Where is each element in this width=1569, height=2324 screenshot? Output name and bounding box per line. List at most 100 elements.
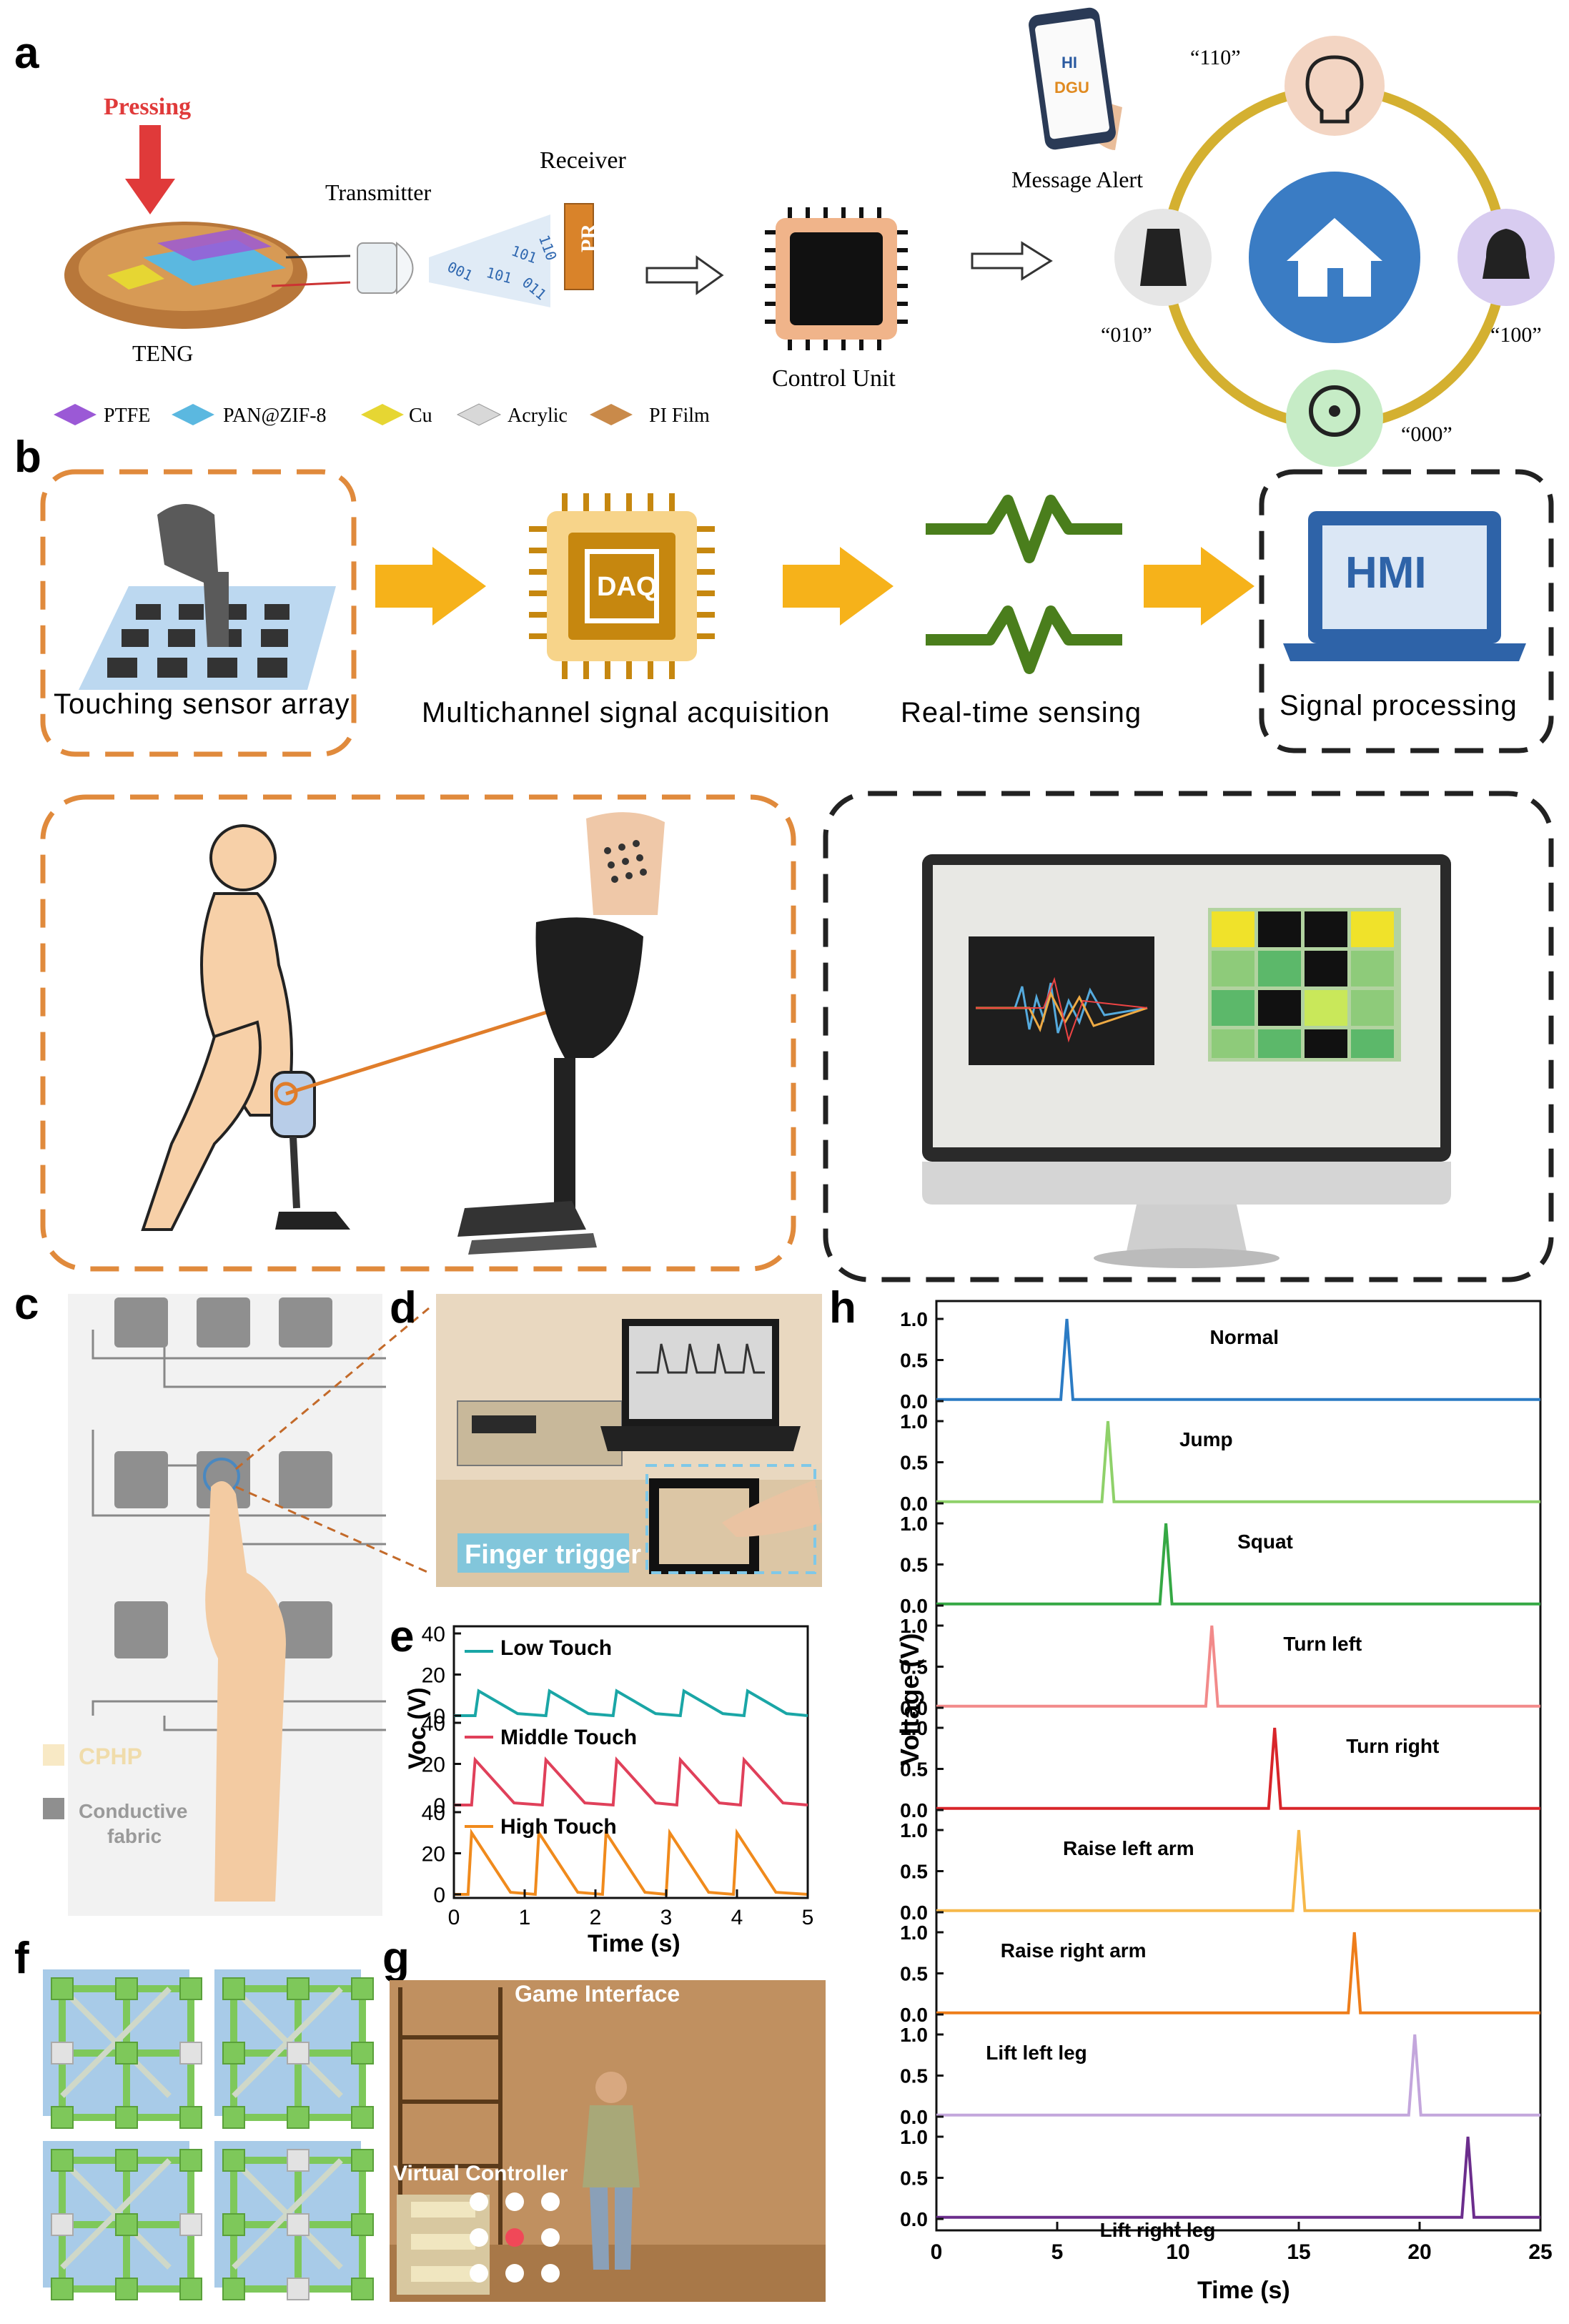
h-ytick-label: 1.0 — [900, 1615, 928, 1637]
cphp-label: CPHP — [79, 1744, 142, 1769]
f-node — [115, 1977, 138, 2000]
e-series-line — [454, 1688, 808, 1718]
h-ytick-label: 0.5 — [900, 2065, 928, 2087]
teng-device — [64, 222, 307, 329]
panel-h: h 0.00.51.0Normal0.00.51.0Jump0.00.51.0S… — [829, 1283, 1553, 2304]
fan-device — [1286, 370, 1383, 467]
signal-processing-label: Signal processing — [1280, 690, 1518, 721]
h-ytick-label: 0.0 — [900, 2208, 928, 2230]
h-series-label: Squat — [1237, 1531, 1293, 1553]
controller-button-3[interactable] — [411, 2266, 475, 2282]
h-ytick-label: 0.0 — [900, 1902, 928, 1924]
controller-dpad[interactable] — [470, 2192, 560, 2283]
laptop-icon — [1283, 511, 1526, 661]
e-ytick-label: 40 — [422, 1712, 445, 1736]
led-transmitter-icon — [357, 241, 414, 295]
chip-icon — [765, 207, 908, 350]
legend-pan: PAN@ZIF-8 — [223, 405, 327, 427]
pr-receiver — [564, 203, 594, 290]
h-series-line — [936, 1420, 1540, 1503]
h-ytick-label: 0.5 — [900, 2167, 928, 2190]
receiver-label: Receiver — [540, 147, 626, 174]
h-series-line — [936, 1727, 1540, 1810]
h-ytick-label: 0.0 — [900, 2004, 928, 2026]
h-series-line — [936, 1318, 1540, 1401]
meter-device — [457, 1400, 623, 1466]
controller-button-2[interactable] — [411, 2234, 475, 2250]
legend-pifilm: PI Film — [649, 405, 710, 427]
e-ylabel: Voc (V) — [404, 1687, 431, 1769]
fabric-label: fabric — [107, 1825, 162, 1847]
h-ytick-label: 0.0 — [900, 1390, 928, 1413]
h-ytick-label: 1.0 — [900, 2024, 928, 2046]
daq-chip-icon: DAQ — [529, 493, 715, 679]
code-000: “000” — [1401, 422, 1452, 446]
h-series-label: Raise left arm — [1063, 1837, 1194, 1859]
e-xtick-label: 1 — [519, 1906, 531, 1929]
f-node — [222, 1977, 245, 2000]
h-series-line — [936, 1829, 1540, 1912]
f-node — [115, 2213, 138, 2236]
control-unit-label: Control Unit — [772, 365, 896, 392]
panel-c: c CPHP Conductive fabric — [14, 1280, 430, 1916]
daq-label: DAQ — [597, 572, 657, 602]
e-xtick-label: 0 — [448, 1906, 460, 1929]
h-xtick-label: 25 — [1528, 2240, 1552, 2264]
h-xlabel: Time (s) — [1197, 2277, 1290, 2304]
f-node — [222, 2106, 245, 2129]
hollow-arrow-2 — [971, 241, 1053, 281]
walking-person-illustration — [141, 824, 350, 1231]
monitor-illustration — [922, 854, 1451, 1268]
e-ytick-label: 20 — [422, 1664, 445, 1688]
panel-label-d: d — [390, 1283, 417, 1332]
pressing-arrow-icon — [125, 125, 175, 214]
f-node — [51, 1977, 74, 2000]
e-ytick-label: 40 — [422, 1623, 445, 1646]
h-series-label: Lift left leg — [986, 2042, 1087, 2064]
panel-label-e: e — [390, 1612, 414, 1661]
h-xtick-label: 20 — [1407, 2240, 1431, 2264]
finger-trigger-label: Finger trigger — [465, 1540, 641, 1570]
h-ytick-label: 0.5 — [900, 1350, 928, 1372]
h-series-line — [936, 2034, 1540, 2117]
f-node — [51, 2278, 74, 2300]
realtime-wave-icon-2 — [926, 605, 1122, 674]
h-ytick-label: 0.0 — [900, 1799, 928, 1821]
h-plot-frame — [935, 1300, 1542, 2232]
h-ytick-label: 1.0 — [900, 1308, 928, 1330]
f-node — [179, 2213, 202, 2236]
controller-button-1[interactable] — [411, 2202, 475, 2217]
e-ytick-label: 40 — [422, 1801, 445, 1825]
f-node — [115, 2278, 138, 2300]
legend-ptfe: PTFE — [104, 405, 150, 427]
fan-icon — [1309, 385, 1360, 437]
h-ytick-label: 0.0 — [900, 1595, 928, 1617]
multichannel-label: Multichannel signal acquisition — [422, 697, 830, 728]
e-xtick-label: 3 — [660, 1906, 673, 1929]
legend-cu: Cu — [409, 405, 432, 427]
h-series-line — [936, 2136, 1540, 2219]
f-node — [287, 2213, 310, 2236]
hollow-arrow-1 — [645, 255, 724, 295]
speaker-icon — [1140, 229, 1187, 286]
f-node — [287, 2149, 310, 2172]
phone-icon: HI DGU — [1029, 7, 1122, 150]
h-series-line — [936, 1932, 1540, 2014]
f-node — [51, 2213, 74, 2236]
phone-text-1: HI — [1061, 54, 1077, 71]
h-ytick-label: 1.0 — [900, 2126, 928, 2148]
h-series-line — [936, 1625, 1540, 1708]
f-node — [287, 2278, 310, 2300]
f-node — [179, 1977, 202, 2000]
h-ytick-label: 1.0 — [900, 1922, 928, 1944]
h-ytick-label: 1.0 — [900, 1410, 928, 1433]
h-plot-area: 0.00.51.0Normal0.00.51.0Jump0.00.51.0Squ… — [900, 1308, 1553, 2264]
f-node — [287, 2106, 310, 2129]
f-node — [287, 2042, 310, 2065]
panel-label-h: h — [829, 1283, 856, 1332]
material-legend: PTFE PAN@ZIF-8 Cu Acrylic PI Film — [54, 403, 710, 427]
f-node — [351, 2149, 374, 2172]
monitor-box — [823, 791, 1554, 1282]
panel-label-g: g — [382, 1934, 410, 1983]
h-ytick-label: 0.5 — [900, 1656, 928, 1678]
